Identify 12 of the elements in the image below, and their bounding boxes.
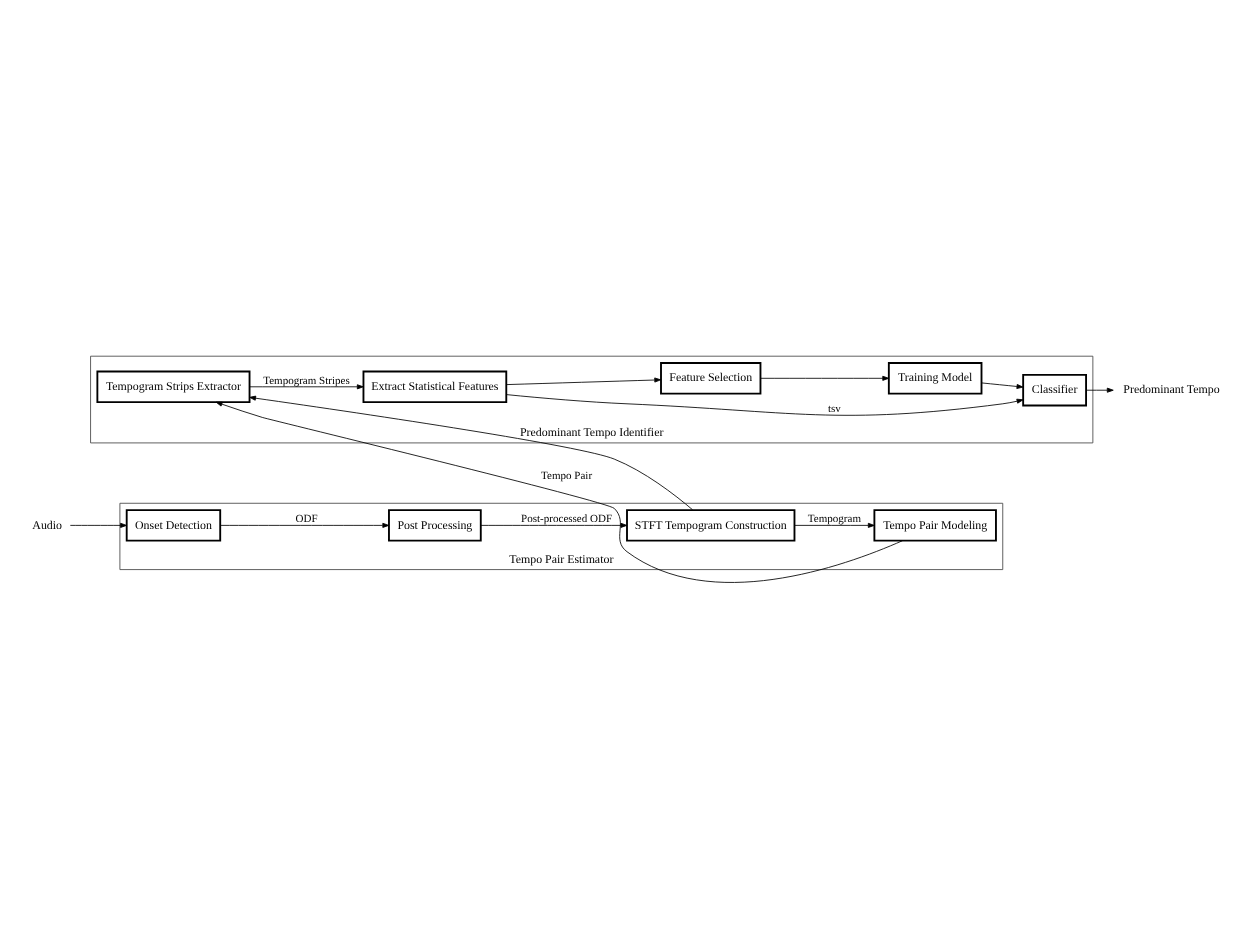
arrow: [505, 376, 662, 385]
arrow: [69, 521, 127, 527]
arrow: [249, 394, 694, 510]
arrow: [220, 521, 390, 527]
arrow: [506, 393, 1024, 415]
arrow: [981, 381, 1024, 388]
arrow: [760, 374, 890, 380]
arrow: [480, 521, 628, 527]
arrow: [249, 383, 364, 389]
arrow: [215, 400, 903, 582]
arrow: [1085, 386, 1114, 392]
arrow: [794, 521, 875, 527]
